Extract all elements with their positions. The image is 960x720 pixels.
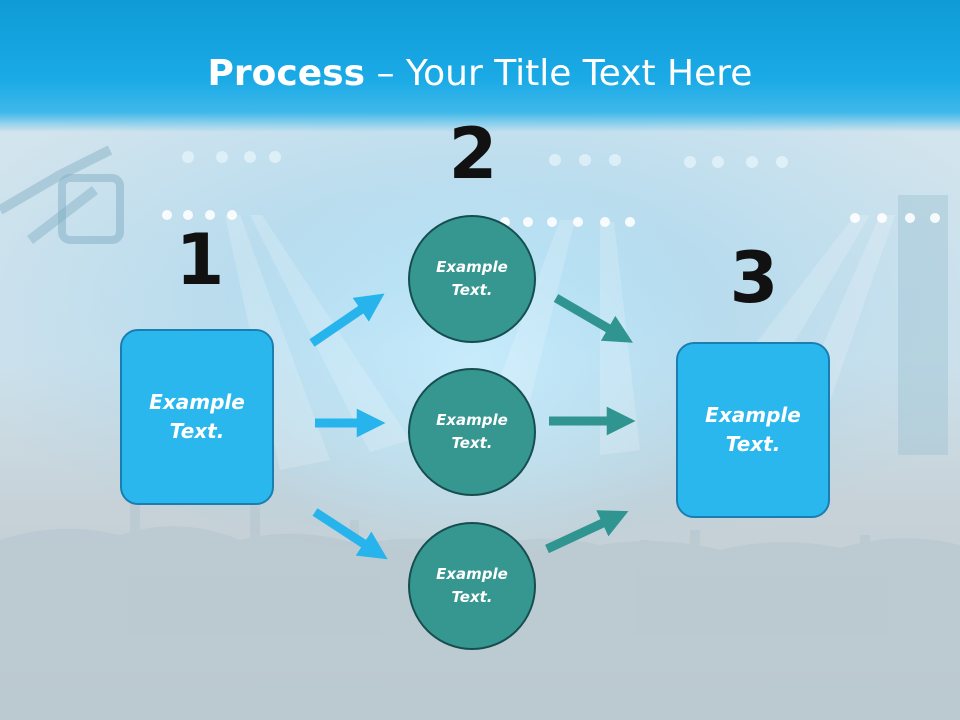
- circle-middle-line-2: Text.: [451, 434, 493, 452]
- title-bar: [0, 0, 960, 132]
- slide-title: Process – Your Title Text Here: [0, 52, 960, 96]
- title-bold: Process: [207, 53, 366, 94]
- start-box-line-1: Example: [149, 390, 245, 414]
- arrow-bottom-to-end: [545, 510, 629, 554]
- circle-middle-line-1: Example: [436, 411, 508, 429]
- circle-bottom-line-2: Text.: [451, 588, 493, 606]
- step-number-3: 3: [729, 237, 779, 319]
- step-number-1: 1: [175, 219, 225, 301]
- step-number-2: 2: [448, 113, 498, 195]
- end-box-line-1: Example: [705, 403, 801, 427]
- arrow-top-to-end: [553, 294, 633, 343]
- title-rest: – Your Title Text Here: [365, 53, 753, 94]
- start-box-line-2: Text.: [169, 419, 225, 443]
- circle-top-line-1: Example: [436, 258, 508, 276]
- circle-bottom-line-1: Example: [436, 565, 508, 583]
- circle-top-line-2: Text.: [451, 281, 493, 299]
- arrow-start-to-bottom: [312, 508, 388, 560]
- arrow-start-to-top: [309, 293, 385, 347]
- end-box-line-2: Text.: [725, 432, 781, 456]
